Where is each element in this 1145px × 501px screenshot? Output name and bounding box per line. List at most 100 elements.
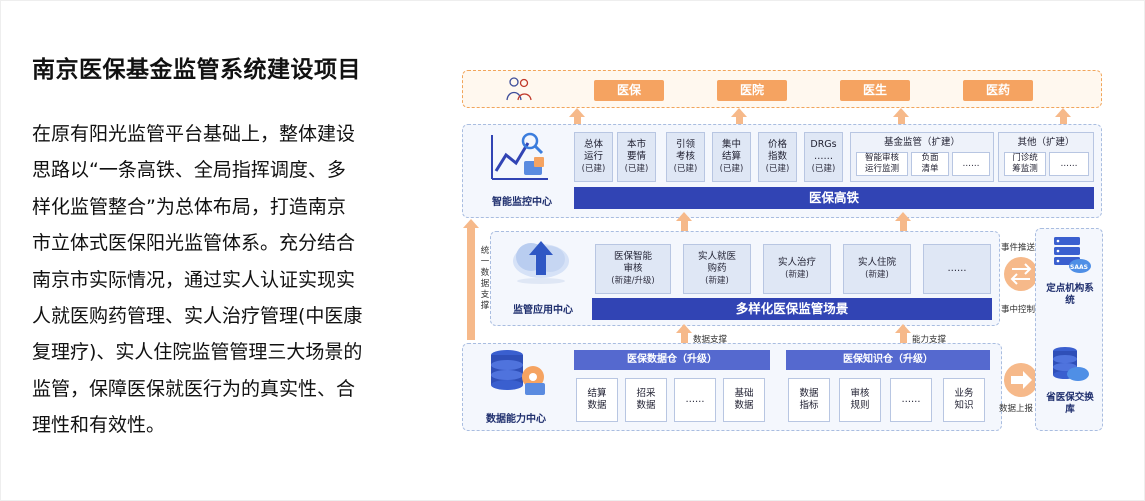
app-item: 实人治疗 (新建) xyxy=(763,244,831,294)
saas-label: SAAS xyxy=(1070,264,1088,271)
item-text: …… xyxy=(685,394,705,405)
item-text: 实人住院 xyxy=(857,257,896,268)
data-warehouse-bar: 医保数据仓（升级） xyxy=(574,350,770,370)
item-text: 规则 xyxy=(850,400,870,411)
monitor-item: 引领 考核 (已建) xyxy=(666,132,705,182)
item-text: 指标 xyxy=(799,400,819,411)
item-text: …… xyxy=(814,151,833,162)
item-status: (已建) xyxy=(581,164,606,174)
item-text: …… xyxy=(901,394,921,405)
flow-arrow xyxy=(898,117,905,124)
chip-text: …… xyxy=(1060,158,1078,169)
warehouse-item: 招采 数据 xyxy=(625,378,667,422)
exchange-arrows-icon xyxy=(1004,257,1038,291)
left-support-arrow-head xyxy=(463,219,479,228)
item-text: 知识 xyxy=(954,400,974,411)
group-title: 其他（扩建） xyxy=(1017,137,1075,148)
knowledge-item: 审核 规则 xyxy=(839,378,881,422)
diverse-supervision-scenarios-bar: 多样化医保监管场景 xyxy=(592,298,992,320)
flow-arrow-head xyxy=(676,212,692,221)
chip-text: …… xyxy=(962,158,980,169)
group-chip: 智能审核 运行监测 xyxy=(856,152,908,176)
page-title: 南京医保基金监管系统建设项目 xyxy=(32,57,361,83)
data-upload-label: 数据上报 xyxy=(999,404,1034,414)
item-text: 数据 xyxy=(636,400,656,411)
item-text: 业务 xyxy=(954,388,974,399)
flow-arrow-head xyxy=(895,212,911,221)
flow-arrow xyxy=(736,117,743,124)
item-text: 数据 xyxy=(734,400,754,411)
item-text: 考核 xyxy=(675,151,695,162)
app-item: 医保智能 审核 (新建/升级) xyxy=(595,244,671,294)
flow-arrow xyxy=(681,333,688,343)
paragraph-line: 人就医购药管理、实人治疗管理(中医康 xyxy=(32,305,363,328)
flow-arrow-head xyxy=(1055,108,1071,117)
flow-arrow xyxy=(1060,117,1067,124)
item-status: (已建) xyxy=(811,164,836,174)
knowledge-item: …… xyxy=(890,378,932,422)
item-text: 总体 xyxy=(583,139,603,150)
item-status: (已建) xyxy=(719,164,744,174)
chip-text: 筹监测 xyxy=(1012,164,1038,174)
flow-arrow-head xyxy=(569,108,585,117)
item-status: (已建) xyxy=(765,164,790,174)
flow-arrow-head xyxy=(731,108,747,117)
item-text: 指数 xyxy=(767,151,787,162)
group-chip: …… xyxy=(952,152,990,176)
target-medical-insurance: 医保 xyxy=(594,80,664,101)
item-text: 购药 xyxy=(707,263,727,274)
item-text: 数据 xyxy=(799,388,819,399)
left-support-arrow xyxy=(467,228,475,340)
group-chip: …… xyxy=(1049,152,1089,176)
flow-arrow-head xyxy=(676,324,692,333)
designated-institution-label: 定点机构系统 xyxy=(1046,283,1094,306)
target-doctor: 医生 xyxy=(840,80,910,101)
item-text: 要情 xyxy=(626,151,646,162)
warehouse-item: 结算 数据 xyxy=(576,378,618,422)
monitor-item: 价格 指数 (已建) xyxy=(758,132,797,182)
item-text: 实人就医 xyxy=(697,251,736,262)
upload-arrow-icon xyxy=(1004,363,1038,397)
monitor-center-label: 智能监控中心 xyxy=(492,197,552,208)
paragraph-line: 思路以“一条高铁、全局指挥调度、多 xyxy=(32,159,346,182)
cloud-upload-icon xyxy=(513,241,569,284)
data-support-label: 数据支撑 xyxy=(693,335,728,345)
event-control-label: 事中控制 xyxy=(1001,305,1036,315)
flow-arrow-head xyxy=(893,108,909,117)
paragraph-line: 监管，保障医保就医行为的真实性、合 xyxy=(32,377,356,400)
item-text: 本市 xyxy=(626,139,646,150)
item-text: 结算 xyxy=(721,151,741,162)
target-pharmacy: 医药 xyxy=(963,80,1033,101)
item-text: 价格 xyxy=(767,139,787,150)
item-status: (已建) xyxy=(673,164,698,174)
paragraph-line: 理性和有效性。 xyxy=(32,414,166,437)
item-text: 引领 xyxy=(675,139,695,150)
group-chip: 门诊统 筹监测 xyxy=(1004,152,1046,176)
monitor-item: 集中 结算 (已建) xyxy=(712,132,751,182)
chip-text: 负面 xyxy=(921,153,939,163)
item-text: 医保智能 xyxy=(613,251,652,262)
item-status: (新建/升级) xyxy=(611,276,655,286)
item-status: (新建) xyxy=(785,270,809,280)
provincial-exchange-label: 省医保交换库 xyxy=(1046,392,1094,415)
people-icon xyxy=(506,77,532,101)
chip-text: 运行监测 xyxy=(864,164,899,174)
app-center-label: 监管应用中心 xyxy=(513,305,573,316)
knowledge-item: 业务 知识 xyxy=(943,378,985,422)
chip-text: 清单 xyxy=(921,164,939,174)
chip-text: 门诊统 xyxy=(1012,153,1038,163)
app-item: …… xyxy=(923,244,991,294)
flow-arrow xyxy=(681,221,688,231)
flow-arrow xyxy=(574,117,581,124)
flow-arrow xyxy=(900,221,907,231)
group-chip: 负面 清单 xyxy=(911,152,949,176)
item-text: 集中 xyxy=(721,139,741,150)
flow-arrow-head xyxy=(895,324,911,333)
database-icon xyxy=(491,350,545,395)
app-item: 实人住院 (新建) xyxy=(843,244,911,294)
data-center-label: 数据能力中心 xyxy=(486,414,546,425)
item-text: 数据 xyxy=(587,400,607,411)
paragraph-line: 在原有阳光监管平台基础上，整体建设 xyxy=(32,123,356,145)
target-hospital: 医院 xyxy=(717,80,787,101)
item-status: (已建) xyxy=(624,164,649,174)
